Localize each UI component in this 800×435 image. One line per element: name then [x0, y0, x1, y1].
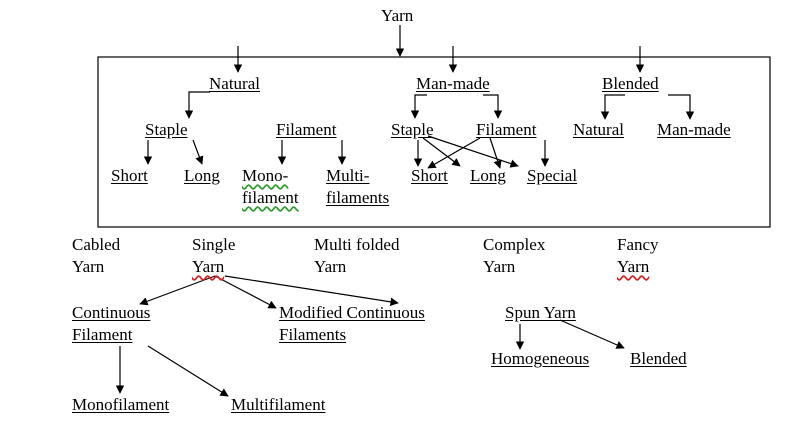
category-blended: Blended [602, 74, 659, 93]
natural-filament: Filament [276, 120, 337, 139]
spun-yarn: Spun Yarn [505, 303, 576, 322]
natural-long: Long [184, 166, 220, 185]
arrow-blended-manmade [668, 94, 695, 120]
category-man-made: Man-made [416, 74, 490, 93]
arrow-mm-filament-short [427, 137, 481, 169]
arrow-single-modified-2 [224, 275, 399, 306]
monofilament: Monofilament [72, 395, 170, 414]
natural-multifilaments: Multi- filaments [326, 166, 390, 207]
natural-monofilament: Mono- filament [242, 166, 299, 207]
arrow-mm-filament-long [489, 137, 502, 169]
yarn-type-cabled: Cabled Yarn [72, 235, 121, 276]
arrow-staple-long [192, 139, 204, 165]
arrow-mm-staple-long [422, 137, 461, 167]
category-natural: Natural [209, 74, 260, 93]
spun-blended: Blended [630, 349, 687, 368]
yarn-type-fancy: Fancy Yarn [617, 235, 659, 276]
modified-continuous-filaments: Modified Continuous Filaments [279, 303, 425, 344]
arrow-spun-blended [559, 319, 625, 349]
spun-homogeneous: Homogeneous [491, 349, 590, 368]
yarn-type-complex: Complex Yarn [483, 235, 546, 276]
blended-natural: Natural [573, 120, 624, 139]
man-made-staple: Staple [391, 120, 434, 139]
category-box [97, 56, 771, 228]
man-made-filament: Filament [476, 120, 537, 139]
arrow-blended-natural [600, 94, 625, 120]
arrow-manmade-staple [410, 94, 427, 119]
natural-staple: Staple [145, 120, 188, 139]
arrow-manmade-filament [483, 94, 503, 119]
continuous-filament: Continuous Filament [72, 303, 151, 344]
arrow-natural-staple [184, 91, 210, 119]
multifilament: Multifilament [231, 395, 326, 414]
yarn-type-single: Single Yarn [192, 235, 236, 276]
man-made-short: Short [411, 166, 448, 185]
man-made-long: Long [470, 166, 506, 185]
arrow-single-modified [214, 275, 277, 309]
root-label: Yarn [381, 6, 414, 25]
yarn-type-multi-folded: Multi folded Yarn [314, 235, 400, 276]
natural-short: Short [111, 166, 148, 185]
man-made-special: Special [527, 166, 578, 185]
arrow-continuous-multi [147, 345, 229, 397]
arrow-single-continuous [139, 275, 216, 306]
arrow-mm-staple-special [427, 135, 519, 168]
blended-man-made: Man-made [657, 120, 731, 139]
